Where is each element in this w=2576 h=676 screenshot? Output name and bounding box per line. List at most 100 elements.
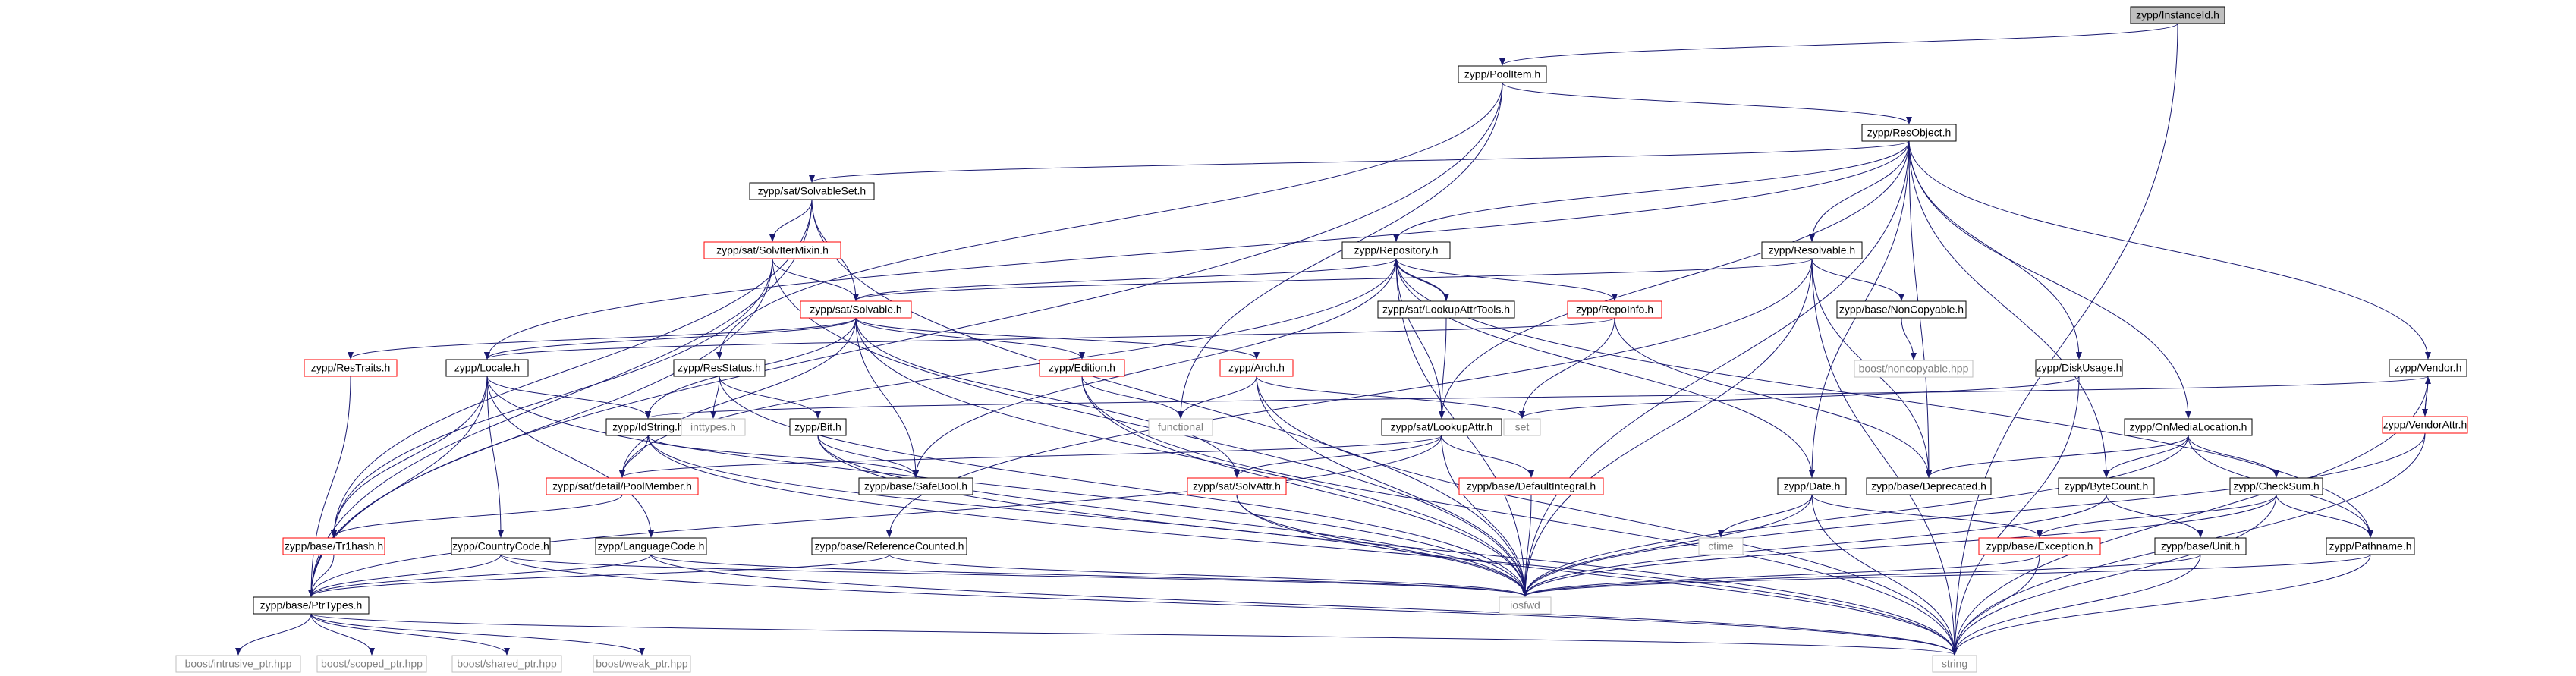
edge-resobject-to-locale bbox=[484, 140, 1910, 360]
node-inttypes-box bbox=[681, 418, 746, 436]
edge-resobject-to-diskusage bbox=[1908, 140, 2082, 360]
node-pathname[interactable]: zypp/Pathname.h bbox=[2326, 537, 2415, 555]
node-date[interactable]: zypp/Date.h bbox=[1777, 477, 1847, 495]
edge-repository-to-date bbox=[1395, 258, 1815, 478]
edge-repoinfo-to-set bbox=[1519, 317, 1615, 419]
edge-ptrtypes-to-string bbox=[310, 613, 1958, 656]
node-boostnoncopyable-box bbox=[1854, 360, 1974, 378]
node-referencecounted[interactable]: zypp/base/ReferenceCounted.h bbox=[811, 537, 967, 555]
node-inttypes: inttypes.h bbox=[681, 418, 746, 436]
node-bit-label: zypp/Bit.h bbox=[794, 421, 841, 433]
node-shared: boost/shared_ptr.hpp bbox=[451, 655, 562, 673]
node-languagecode[interactable]: zypp/LanguageCode.h bbox=[595, 537, 707, 555]
node-shared-label: boost/shared_ptr.hpp bbox=[457, 658, 557, 670]
node-arch-label: zypp/Arch.h bbox=[1228, 362, 1285, 374]
node-lookupattrtools[interactable]: zypp/sat/LookupAttrTools.h bbox=[1377, 300, 1515, 319]
edge-repository-to-solvable bbox=[853, 258, 1397, 301]
node-solvitermixin-box bbox=[703, 241, 841, 259]
node-vendor-box bbox=[2389, 359, 2467, 377]
node-unit-label: zypp/base/Unit.h bbox=[2161, 540, 2240, 552]
node-checksum[interactable]: zypp/CheckSum.h bbox=[2229, 477, 2323, 495]
node-restraits[interactable]: zypp/ResTraits.h bbox=[304, 359, 398, 377]
node-iosfwd-label: iosfwd bbox=[1510, 599, 1540, 612]
edge-resolvable-to-solvable bbox=[853, 258, 1813, 301]
edge-solvitermixin-to-solvable bbox=[772, 258, 859, 301]
node-ptrtypes[interactable]: zypp/base/PtrTypes.h bbox=[253, 596, 370, 615]
edge-pathname-to-iosfwd bbox=[1522, 554, 2371, 597]
edge-locale-to-idstring bbox=[486, 376, 651, 419]
node-safebool-label: zypp/base/SafeBool.h bbox=[864, 480, 967, 492]
node-poolmember-box bbox=[546, 477, 699, 495]
node-lookupattr[interactable]: zypp/sat/LookupAttr.h bbox=[1381, 418, 1502, 436]
node-countrycode[interactable]: zypp/CountryCode.h bbox=[451, 537, 551, 555]
node-scoped-label: boost/scoped_ptr.hpp bbox=[321, 658, 423, 670]
node-vendor[interactable]: zypp/Vendor.h bbox=[2389, 359, 2467, 377]
node-instanceid[interactable]: zypp/InstanceId.h bbox=[2130, 6, 2225, 24]
node-poolmember[interactable]: zypp/sat/detail/PoolMember.h bbox=[546, 477, 699, 495]
edge-locale-to-countrycode bbox=[486, 376, 504, 538]
node-repository[interactable]: zypp/Repository.h bbox=[1341, 241, 1451, 259]
node-repoinfo[interactable]: zypp/RepoInfo.h bbox=[1567, 300, 1662, 319]
node-idstring[interactable]: zypp/IdString.h bbox=[605, 418, 690, 436]
edge-poolitem-to-resobject bbox=[1502, 82, 1912, 124]
edge-resstatus-to-inttypes bbox=[710, 376, 720, 419]
edge-resolvable-to-noncopyable bbox=[1811, 258, 1904, 301]
node-tr1hash-box bbox=[282, 537, 385, 555]
node-solvattr[interactable]: zypp/sat/SolvAttr.h bbox=[1187, 477, 1287, 495]
node-locale[interactable]: zypp/Locale.h bbox=[445, 359, 529, 377]
edge-repository-to-repoinfo bbox=[1395, 258, 1618, 301]
edge-bit-to-string bbox=[817, 435, 1958, 656]
node-exception[interactable]: zypp/base/Exception.h bbox=[1978, 537, 2101, 555]
node-functional-label: functional bbox=[1158, 421, 1203, 433]
node-edition[interactable]: zypp/Edition.h bbox=[1039, 359, 1125, 377]
edge-idstring-to-safebool bbox=[647, 435, 919, 478]
node-vendorattr[interactable]: zypp/VendorAttr.h bbox=[2382, 416, 2468, 434]
node-tr1hash[interactable]: zypp/base/Tr1hash.h bbox=[282, 537, 385, 555]
edge-lookupattrtools-to-repository bbox=[1393, 259, 1447, 302]
node-bytecount[interactable]: zypp/ByteCount.h bbox=[2058, 477, 2155, 495]
node-solvableset[interactable]: zypp/sat/SolvableSet.h bbox=[749, 182, 875, 200]
node-solvable[interactable]: zypp/sat/Solvable.h bbox=[800, 300, 912, 319]
node-resolvable-box bbox=[1761, 241, 1863, 259]
edge-countrycode-to-ptrtypes bbox=[308, 554, 502, 597]
node-resolvable[interactable]: zypp/Resolvable.h bbox=[1761, 241, 1863, 259]
edge-solvableset-to-iosfwd bbox=[811, 199, 1528, 597]
edge-edition-to-functional bbox=[1081, 376, 1184, 419]
node-noncopyable-box bbox=[1836, 300, 1967, 319]
node-bit[interactable]: zypp/Bit.h bbox=[789, 418, 847, 436]
node-onmedialocation[interactable]: zypp/OnMediaLocation.h bbox=[2124, 418, 2253, 436]
node-deprecated-label: zypp/base/Deprecated.h bbox=[1871, 480, 1986, 492]
node-ptrtypes-label: zypp/base/PtrTypes.h bbox=[260, 599, 363, 612]
node-resobject[interactable]: zypp/ResObject.h bbox=[1861, 124, 1957, 142]
node-unit[interactable]: zypp/base/Unit.h bbox=[2154, 537, 2247, 555]
edge-solvable-to-safebool bbox=[855, 317, 919, 478]
edge-resstatus-to-bit bbox=[719, 376, 821, 419]
node-arch[interactable]: zypp/Arch.h bbox=[1219, 359, 1294, 377]
node-boostnoncopyable: boost/noncopyable.hpp bbox=[1854, 360, 1974, 378]
node-diskusage-box bbox=[2035, 359, 2123, 377]
edge-languagecode-to-ptrtypes bbox=[308, 554, 652, 597]
edge-edition-to-string bbox=[1081, 376, 1958, 656]
node-poolitem-label: zypp/PoolItem.h bbox=[1464, 68, 1540, 80]
edge-lookupattr-to-defaultintegral bbox=[1441, 435, 1534, 478]
node-checksum-box bbox=[2229, 477, 2323, 495]
edge-poolmember-to-tr1hash bbox=[331, 494, 623, 538]
node-solvitermixin[interactable]: zypp/sat/SolvIterMixin.h bbox=[703, 241, 841, 259]
node-defaultintegral[interactable]: zypp/base/DefaultIntegral.h bbox=[1458, 477, 1604, 495]
node-diskusage[interactable]: zypp/DiskUsage.h bbox=[2035, 359, 2123, 377]
edge-resobject-to-vendor bbox=[1908, 140, 2431, 360]
edge-vendor-to-idstring bbox=[645, 376, 2429, 419]
edge-resobject-to-lookupattr bbox=[1439, 140, 1910, 419]
node-exception-label: zypp/base/Exception.h bbox=[1986, 540, 2093, 552]
node-deprecated[interactable]: zypp/base/Deprecated.h bbox=[1866, 477, 1992, 495]
edge-resobject-to-iosfwd bbox=[1522, 140, 1910, 597]
node-solvableset-box bbox=[749, 182, 875, 200]
node-safebool[interactable]: zypp/base/SafeBool.h bbox=[858, 477, 973, 495]
node-resstatus[interactable]: zypp/ResStatus.h bbox=[673, 359, 766, 377]
node-noncopyable[interactable]: zypp/base/NonCopyable.h bbox=[1836, 300, 1967, 319]
node-lookupattr-box bbox=[1381, 418, 1502, 436]
edge-solvable-to-iosfwd bbox=[855, 317, 1528, 597]
edge-languagecode-to-string bbox=[650, 554, 1958, 656]
node-poolitem[interactable]: zypp/PoolItem.h bbox=[1458, 65, 1547, 83]
edge-arch-to-string bbox=[1256, 376, 1958, 656]
